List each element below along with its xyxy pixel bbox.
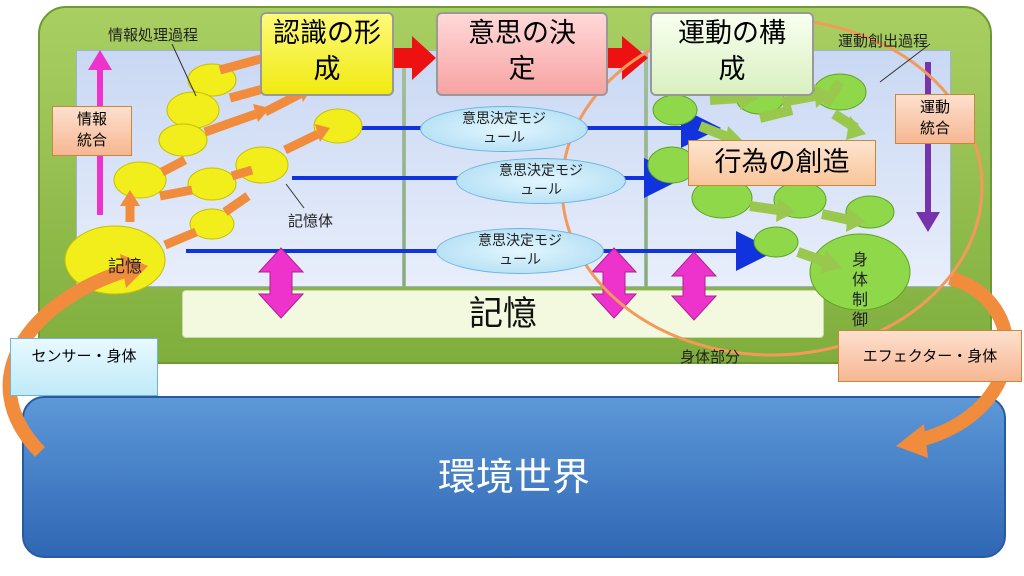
memory-node-label: 記憶: [108, 257, 142, 277]
body-control-label: 身体制御: [852, 250, 869, 329]
info-process-label: 情報処理過程: [108, 26, 199, 44]
motor-integration-label: 運動統合: [919, 98, 950, 137]
body-part-label: 身体部分: [680, 348, 741, 366]
module-3-label: 意思決定モジュール: [478, 233, 562, 268]
decision-module-1: 意思決定モジュール: [420, 106, 588, 152]
recognition-box: 認識の形成: [260, 12, 394, 96]
red-arrow-1: [390, 36, 436, 80]
environment-world: 環境世界: [22, 396, 1006, 558]
info-integration-box: 情報統合: [52, 106, 132, 156]
motor-composition-label: 運動の構成: [678, 18, 786, 85]
module-2-label: 意思決定モジュール: [499, 163, 583, 198]
recognition-label: 認識の形成: [273, 18, 381, 85]
magenta-double-arrows: [257, 247, 718, 321]
motor-integration-box: 運動統合: [895, 94, 975, 144]
memory-body-label: 記憶体: [288, 212, 334, 230]
decision-label: 意思の決定: [468, 18, 576, 85]
action-creation-box: 行為の創造: [688, 140, 876, 186]
yellow-nodes: [64, 63, 363, 295]
red-arrow-2: [596, 36, 648, 80]
green-arrows: [698, 79, 859, 267]
decision-box: 意思の決定: [436, 12, 608, 96]
sensor-body-box: センサー・身体: [10, 338, 158, 396]
info-integration-label: 情報統合: [76, 110, 107, 149]
sensor-body-label: センサー・身体: [31, 347, 137, 365]
motor-process-label: 運動創出過程: [838, 32, 929, 50]
effector-body-box: エフェクター・身体: [838, 330, 1022, 382]
decision-module-2: 意思決定モジュール: [456, 158, 626, 204]
motor-composition-box: 運動の構成: [650, 12, 814, 96]
decision-module-3: 意思決定モジュール: [436, 228, 604, 274]
module-1-label: 意思決定モジュール: [462, 111, 546, 146]
